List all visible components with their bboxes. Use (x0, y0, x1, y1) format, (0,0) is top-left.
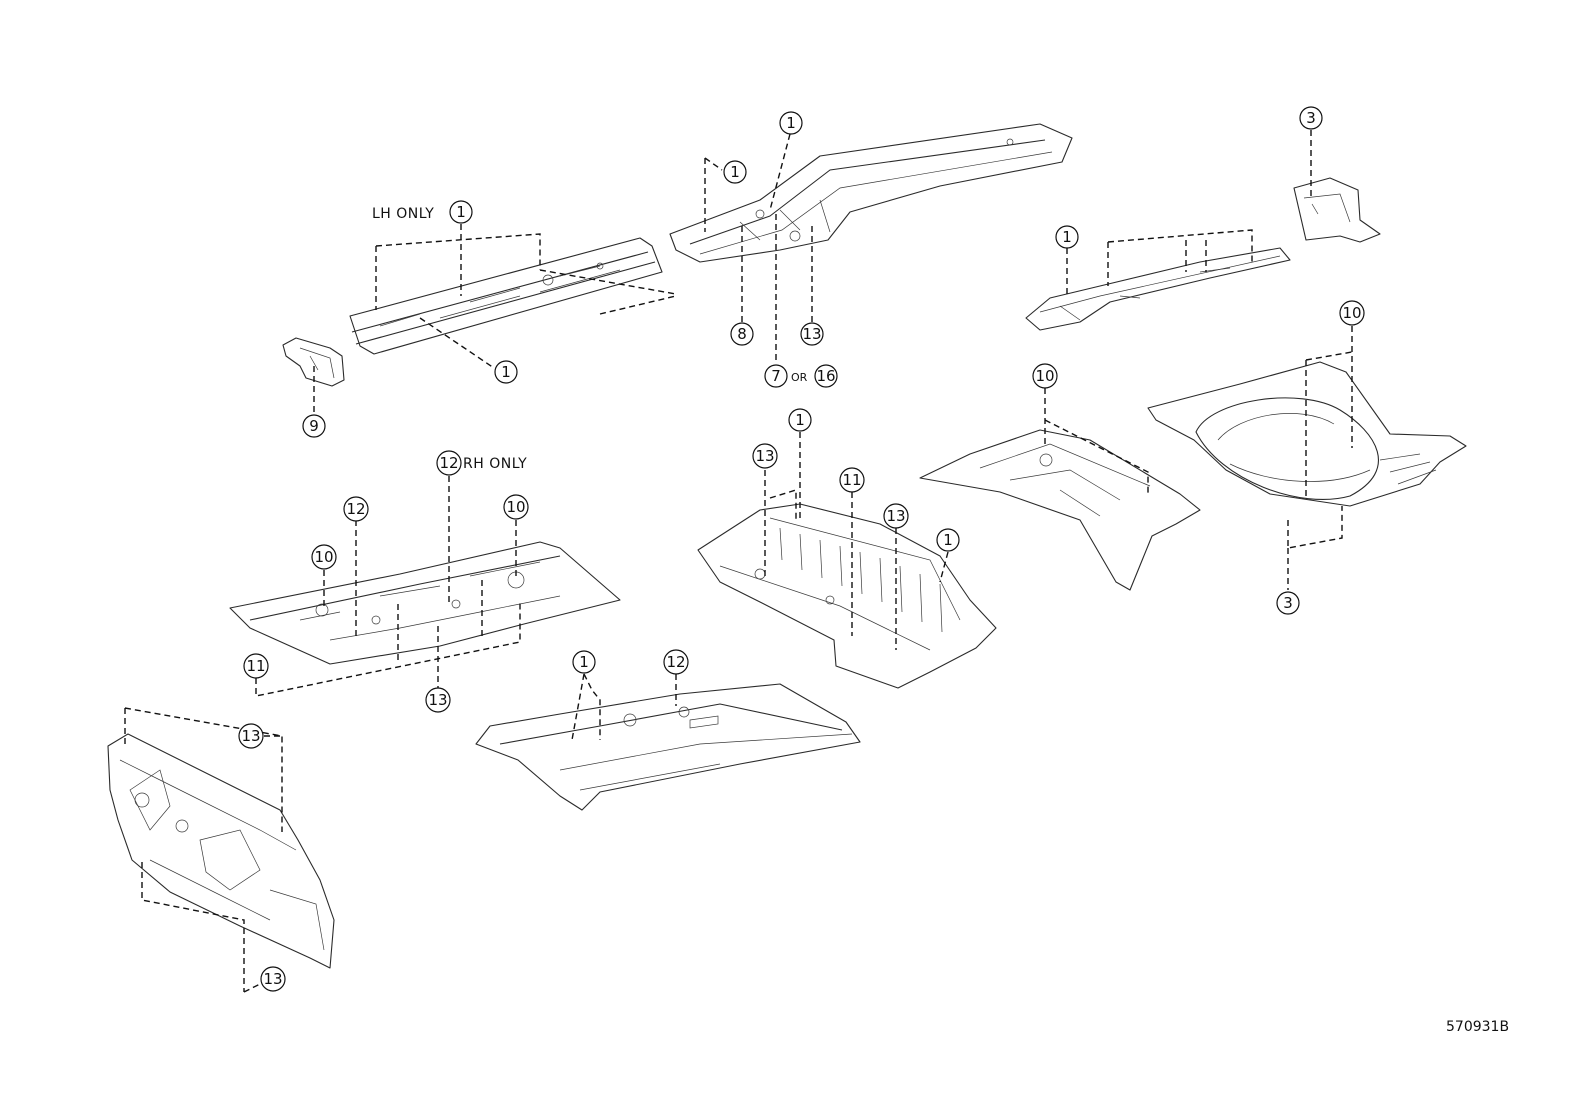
callout-11: 11 (839, 467, 865, 493)
front-floor-pan-part (229, 541, 621, 665)
note-or: OR (791, 371, 808, 384)
front-side-member-center-part (669, 123, 1073, 263)
svg-text:13: 13 (241, 727, 260, 745)
callout-13: 13 (800, 322, 824, 346)
callout-1: 1 (723, 160, 747, 184)
svg-text:13: 13 (886, 507, 905, 525)
callout-10: 10 (1339, 300, 1365, 326)
leader-lines (124, 130, 1353, 993)
rear-floor-pan-part (1147, 361, 1467, 507)
svg-text:13: 13 (428, 691, 447, 709)
callout-13: 13 (425, 687, 451, 713)
svg-text:13: 13 (755, 447, 774, 465)
callout-1: 1 (494, 360, 518, 384)
dash-panel-part (107, 733, 335, 969)
note-lh-only: LH ONLY (372, 206, 434, 222)
callout-16: 16 (814, 364, 838, 388)
svg-text:10: 10 (1035, 367, 1054, 385)
callout-10: 10 (1032, 363, 1058, 389)
center-floor-ribbed-part (697, 503, 997, 689)
callout-1: 1 (936, 528, 960, 552)
illustration-code: 570931B (1446, 1019, 1509, 1035)
callout-13: 13 (238, 723, 264, 749)
svg-text:7: 7 (771, 367, 781, 385)
svg-text:1: 1 (943, 531, 953, 549)
callout-1: 1 (572, 650, 596, 674)
svg-text:1: 1 (795, 411, 805, 429)
callout-3: 3 (1276, 591, 1300, 615)
center-floor-tunnel-part (475, 683, 861, 811)
svg-text:11: 11 (246, 657, 265, 675)
svg-text:13: 13 (263, 970, 282, 988)
svg-text:13: 13 (802, 325, 821, 343)
callout-13: 13 (260, 966, 286, 992)
svg-text:1: 1 (579, 653, 589, 671)
svg-text:10: 10 (314, 548, 333, 566)
svg-text:9: 9 (309, 417, 319, 435)
callout-1: 1 (1055, 225, 1079, 249)
svg-text:1: 1 (786, 114, 796, 132)
callout-7: 7 (764, 364, 788, 388)
callouts: LH ONLY 1 1 9 1 1 8 13 7 OR 16 3 1 10 10… (238, 106, 1509, 1035)
svg-text:3: 3 (1283, 594, 1293, 612)
svg-text:1: 1 (456, 203, 466, 221)
svg-text:10: 10 (506, 498, 525, 516)
note-rh-only: RH ONLY (463, 456, 527, 472)
svg-text:8: 8 (737, 325, 747, 343)
callout-12: 12 (436, 450, 462, 476)
svg-text:12: 12 (346, 500, 365, 518)
bracket-part-3 (1293, 177, 1381, 243)
callout-10: 10 (503, 494, 529, 520)
callout-3: 3 (1299, 106, 1323, 130)
bracket-part-9 (282, 337, 345, 387)
callout-1: 1 (779, 111, 803, 135)
callout-13: 13 (752, 443, 778, 469)
callout-11: 11 (243, 653, 269, 679)
svg-text:10: 10 (1342, 304, 1361, 322)
callout-12: 12 (343, 496, 369, 522)
svg-text:1: 1 (501, 363, 511, 381)
svg-text:1: 1 (730, 163, 740, 181)
svg-text:1: 1 (1062, 228, 1072, 246)
callout-8: 8 (730, 322, 754, 346)
callout-9: 9 (302, 414, 326, 438)
svg-text:11: 11 (842, 471, 861, 489)
svg-text:12: 12 (666, 653, 685, 671)
callout-13: 13 (883, 503, 909, 529)
svg-text:3: 3 (1306, 109, 1316, 127)
svg-text:16: 16 (816, 367, 835, 385)
svg-text:12: 12 (439, 454, 458, 472)
callout-1: 1 (449, 200, 473, 224)
front-side-member-lh-part (349, 237, 663, 355)
rear-side-member-part (1025, 247, 1291, 331)
callout-1: 1 (788, 408, 812, 432)
rear-floor-center-part (919, 429, 1201, 591)
callout-12: 12 (663, 649, 689, 675)
callout-10: 10 (311, 544, 337, 570)
